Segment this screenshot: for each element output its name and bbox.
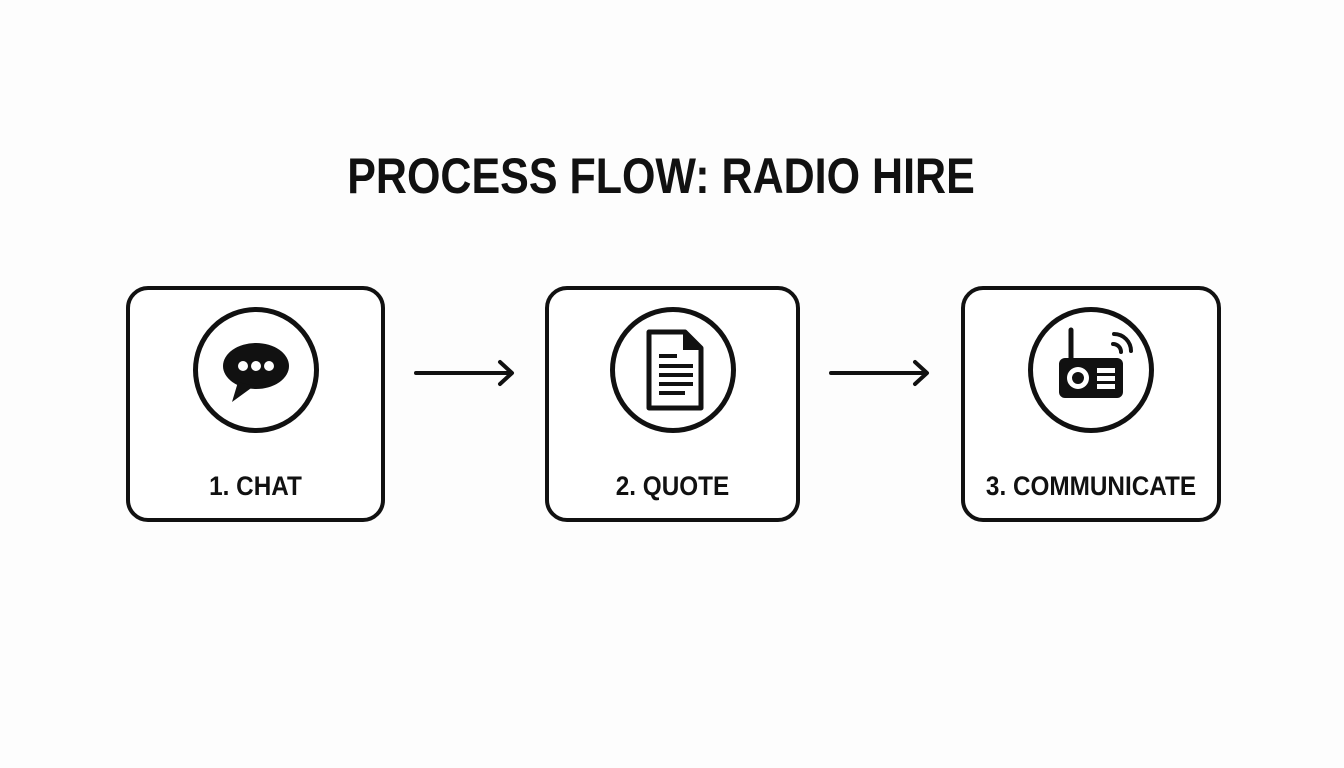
document-icon [646, 329, 703, 411]
step-quote: 2. QUOTE [545, 286, 800, 522]
arrow-right-icon [414, 360, 514, 386]
step-label-chat: 1. CHAT [209, 471, 302, 501]
chat-icon-circle [192, 307, 319, 433]
step-label-communicate: 3. COMMUNICATE [985, 471, 1197, 501]
step-communicate: 3. COMMUNICATE [961, 286, 1221, 522]
communicate-icon-circle [1028, 307, 1154, 433]
step-label-quote: 2. QUOTE [615, 471, 730, 501]
quote-icon-circle [609, 307, 736, 433]
diagram-title: PROCESS FLOW: RADIO HIRE [347, 148, 975, 204]
step-chat: 1. CHAT [126, 286, 385, 522]
arrow-right-icon [829, 360, 929, 386]
chat-bubble-icon [222, 343, 289, 402]
radio-icon [1059, 327, 1133, 398]
